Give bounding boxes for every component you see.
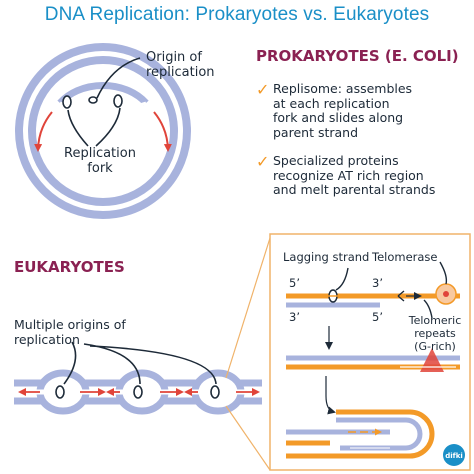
- origin-label-line2: replication: [146, 65, 215, 80]
- page-title: DNA Replication: Prokaryotes vs. Eukaryo…: [44, 4, 430, 25]
- prime-5-top: 5’: [289, 276, 300, 290]
- prokaryotes-heading: PROKARYOTES (E. COLI): [256, 47, 459, 65]
- prime-3-bottom: 3’: [289, 310, 300, 324]
- telomere-panel: [269, 233, 471, 471]
- fork-label-line1: Replication: [64, 146, 136, 161]
- prime-3-top: 3’: [372, 276, 383, 290]
- difki-logo: difki: [442, 443, 466, 467]
- logo-text: difki: [445, 452, 463, 460]
- outer-dna-ring: [15, 43, 191, 219]
- prokaryote-chromosome: [15, 43, 191, 219]
- inner-dna-ring: [28, 56, 178, 206]
- origin-dot: [88, 96, 98, 104]
- fork-pointer-right: [95, 107, 121, 147]
- fork-label-line2: fork: [87, 161, 113, 176]
- telomeric-repeats-label: Telomeric repeats (G-rich): [408, 314, 462, 353]
- fork-arrow-left: [34, 111, 53, 152]
- check-icon: ✓: [256, 80, 270, 99]
- eukaryotes-heading: EUKARYOTES: [14, 258, 125, 276]
- multiple-origins-label: Multiple origins of replication: [14, 317, 126, 347]
- logo-icon: difki: [443, 444, 465, 466]
- primer-triangle: [420, 348, 444, 372]
- lagging-strand-label: Lagging strand: [283, 250, 370, 264]
- fork-left: [62, 95, 72, 109]
- origin-pointer: [96, 57, 141, 99]
- eukaryote-chromosome: [14, 237, 271, 471]
- origin-label: Origin of replication: [146, 50, 215, 80]
- prokaryote-point-2-text: Specialized proteins recognize AT rich r…: [273, 153, 436, 197]
- prokaryote-point-1-text: Replisome: assembles at each replication…: [273, 81, 413, 140]
- fork-pointer-left: [67, 109, 89, 147]
- fork-arrow-right: [153, 111, 172, 152]
- prime-5-bottom: 5’: [372, 310, 383, 324]
- fork-label: Replication fork: [58, 146, 142, 176]
- fork-right: [113, 94, 123, 108]
- origin-label-line1: Origin of: [146, 50, 202, 65]
- telomerase-label: Telomerase: [372, 250, 438, 264]
- check-icon: ✓: [256, 152, 270, 171]
